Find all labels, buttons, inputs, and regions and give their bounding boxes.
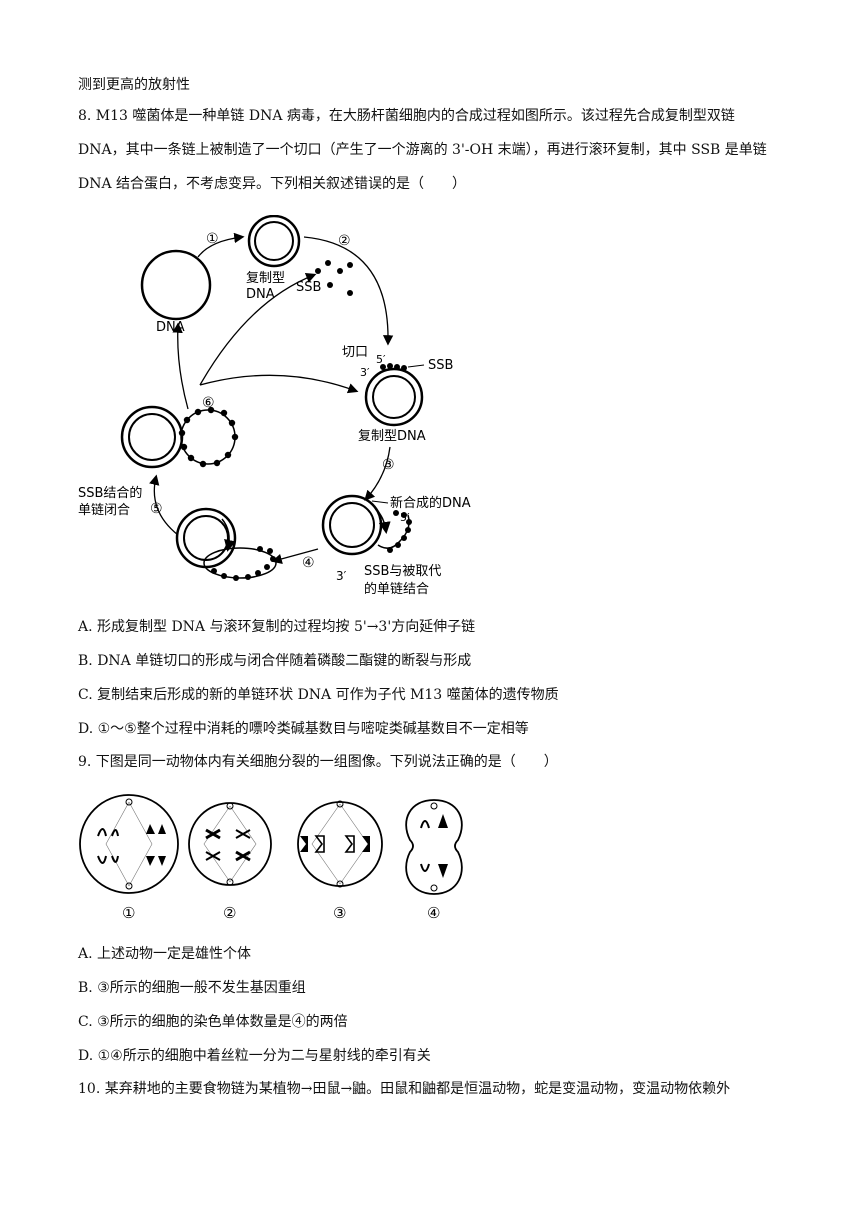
new-dna-pointer: [371, 500, 389, 504]
ssb-pointer-right: [407, 364, 425, 368]
step-2-label: ②: [338, 233, 351, 249]
arrow-step-5: [149, 474, 179, 536]
q8-option-b: B. DNA 单链切口的形成与闭合伴随着磷酸二酯键的断裂与形成: [78, 653, 472, 669]
label-ssb-top: SSB: [296, 280, 321, 295]
ssb-dots-bottom-loop: [211, 546, 276, 581]
left-circle-inner: [128, 413, 176, 461]
replicative-dna-top-inner: [254, 221, 294, 261]
q9-option-a: A. 上述动物一定是雄性个体: [78, 946, 252, 962]
arrow-step-3: [364, 446, 391, 501]
step-4-label: ④: [302, 555, 315, 571]
question-9-stem: 9. 下图是同一动物体内有关细胞分裂的一组图像。下列说法正确的是（ ）: [78, 754, 558, 770]
label-ssb-right: SSB: [428, 358, 453, 373]
label-ssb-close-2: 单链闭合: [78, 503, 130, 518]
ssb-dots-ring: [178, 406, 239, 468]
label-nick: 切口: [342, 345, 368, 360]
label-replicative-right: 复制型DNA: [358, 429, 426, 444]
label-3-prime-top: 3′: [360, 366, 370, 379]
q8-option-a: A. 形成复制型 DNA 与滚环复制的过程均按 5'→3'方向延伸子链: [78, 619, 476, 635]
intro-text: 测到更高的放射性: [78, 77, 190, 93]
step-1-label: ①: [206, 231, 219, 247]
q8-option-c: C. 复制结束后形成的新的单链环状 DNA 可作为子代 M13 噬菌体的遗传物质: [78, 687, 559, 703]
cell-1: [79, 794, 179, 894]
q8-option-d: D. ①～⑤整个过程中消耗的嘌呤类碱基数目与嘧啶类碱基数目不一定相等: [78, 721, 529, 737]
cell-3: [297, 800, 383, 888]
cell-label-2: ②: [223, 904, 236, 922]
label-replicative-2: DNA: [246, 287, 275, 302]
label-ssb-close-1: SSB结合的: [78, 485, 142, 501]
arrow-step-4: [271, 548, 319, 564]
label-3-prime-bottom: 3′: [336, 569, 347, 583]
arrow-step-2: [303, 236, 394, 346]
left-circle-outer: [120, 405, 184, 469]
dna-circle: [140, 249, 212, 321]
rolling-circle-outer: [321, 494, 383, 556]
bottom-left-inner: [183, 515, 229, 561]
arrow-step-6-to-replicative: [199, 374, 359, 394]
bottom-loop: [203, 547, 277, 579]
q8-diagram: DNA 复制型 DNA SSB ① ② 切口 5′ 3′ SSB 复制型DNA …: [78, 215, 471, 597]
cell-label-1: ①: [122, 904, 135, 922]
bottom-left-arc: [221, 518, 236, 552]
label-5-prime-top: 5′: [376, 353, 386, 366]
q9-option-b: B. ③所示的细胞一般不发生基因重组: [78, 980, 306, 996]
cell-4: [405, 799, 463, 895]
cell-2: [188, 802, 272, 886]
ssb-dots-top: [315, 260, 353, 296]
question-8-stem: 8. M13 噬菌体是一种单链 DNA 病毒，在大肠杆菌细胞内的合成过程如图所示…: [78, 108, 767, 192]
label-dna: DNA: [156, 320, 185, 335]
arrow-step-6-to-ssb: [199, 273, 317, 386]
label-replicative-1: 复制型: [246, 271, 285, 286]
arrow-step-6-to-dna: [172, 322, 189, 410]
label-ssb-bind-2: 的单链结合: [364, 581, 429, 597]
question-10-stem: 10. 某弃耕地的主要食物链为某植物→田鼠→鼬。田鼠和鼬都是恒温动物，蛇是变温动…: [78, 1081, 731, 1097]
arrow-step-1: [197, 232, 245, 258]
label-ssb-bind-1: SSB与被取代: [364, 564, 441, 579]
step-3-label: ③: [382, 457, 395, 473]
q9-cell-images: ① ② ③ ④: [79, 794, 463, 922]
step-5-label: ⑤: [150, 501, 163, 517]
label-new-dna: 新合成的DNA: [390, 495, 471, 511]
cell-label-4: ④: [427, 904, 440, 922]
new-dna-arc: [375, 508, 391, 534]
ssb-dots-displaced: [387, 510, 412, 553]
q9-option-c: C. ③所示的细胞的染色单体数量是④的两倍: [78, 1014, 348, 1030]
cell-label-3: ③: [333, 904, 346, 922]
step-6-label: ⑥: [202, 395, 215, 411]
rolling-circle-inner: [329, 502, 375, 548]
q9-option-d: D. ①④所示的细胞中着丝粒一分为二与星射线的牵引有关: [78, 1048, 431, 1064]
replicative-dna-right-inner: [372, 375, 416, 419]
replicative-dna-right-outer: [364, 367, 424, 427]
replicative-dna-top-outer: [247, 215, 301, 268]
